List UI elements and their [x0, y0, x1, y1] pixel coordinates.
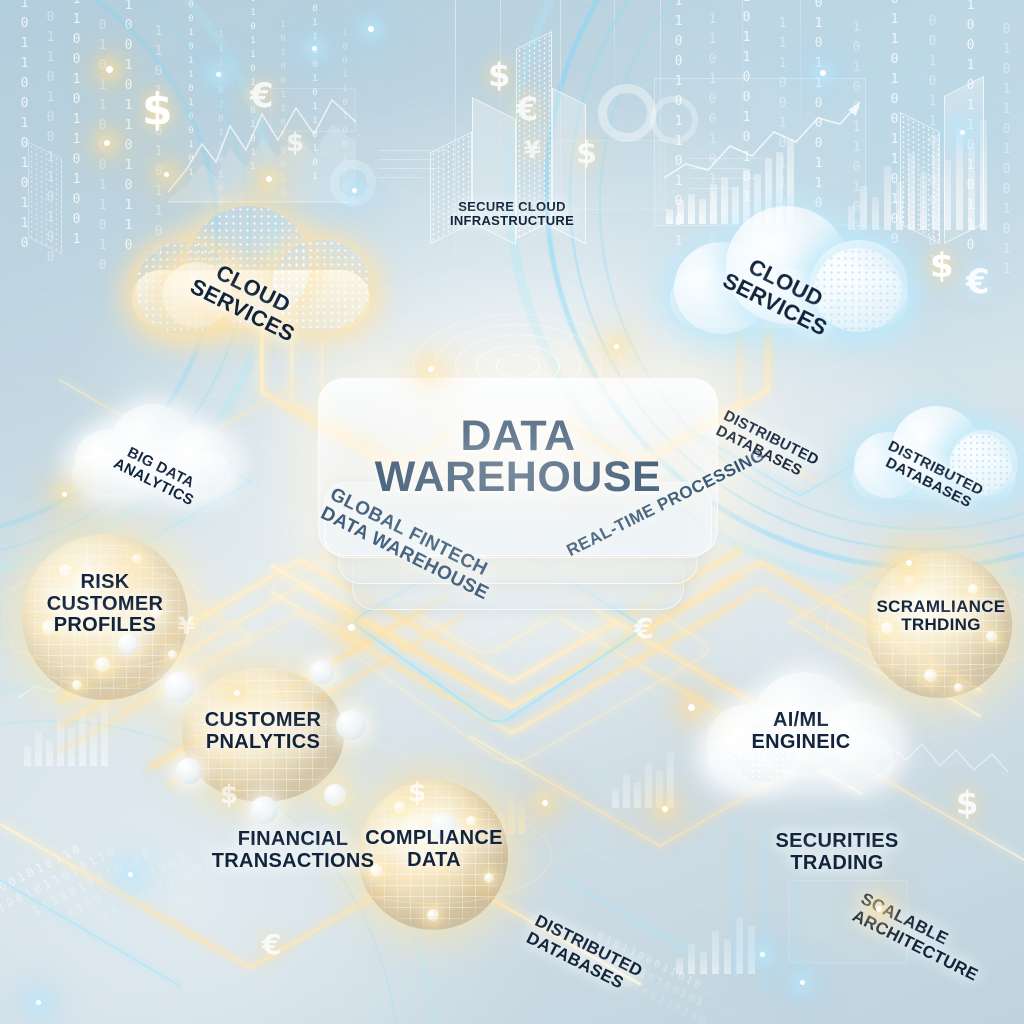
currency-symbol: $	[142, 84, 173, 135]
background-bar-chart	[676, 912, 755, 974]
molecule-node	[324, 784, 346, 806]
binary-stream: 1100101101001	[69, 0, 84, 252]
label-secure-cloud-infrastructure: SECURE CLOUD INFRASTRUCTURE	[422, 199, 602, 229]
binary-stream: 1010011010010	[278, 20, 288, 202]
background-chart-panel	[270, 88, 356, 132]
node-label-line2: PNALYTICS	[205, 730, 321, 753]
orbit-halo	[826, 580, 1024, 672]
isometric-building	[944, 75, 984, 245]
cloud-icon	[126, 196, 376, 346]
node-label-line1: CUSTOMER	[204, 709, 322, 731]
node-label-line2: CUSTOMER	[46, 592, 164, 615]
currency-symbol: €	[516, 90, 539, 128]
label-line1: FINANCIAL	[237, 828, 349, 850]
binary-stream: 1001011010110	[0, 843, 121, 916]
central-data-warehouse-hub[interactable]: DATA WAREHOUSE GLOBAL FINTECH DATA WAREH…	[317, 313, 768, 630]
label-line1: SECURITIES	[775, 830, 899, 852]
binary-stream: 1001011010110	[963, 0, 978, 258]
background-bar-chart	[612, 752, 674, 808]
node-cloud-services-left[interactable]: CLOUD SERVICES	[126, 196, 376, 346]
cloud-icon	[664, 196, 914, 346]
currency-symbol: ¥	[524, 136, 541, 164]
node-label-line1: RISK	[80, 571, 130, 593]
node-compliance-data[interactable]: COMPLIANCE DATA	[314, 780, 552, 930]
node-compliance-trading[interactable]: SCRAMLIANCE TRHDING	[826, 552, 1024, 698]
binary-stream: 1110010110100	[29, 845, 155, 918]
binary-stream: 0101101001011	[999, 22, 1014, 282]
binary-stream: 0101101001011	[248, 0, 258, 176]
currency-symbol: $	[576, 136, 597, 171]
background-donut-chart	[650, 96, 698, 144]
node-label: COMPLIANCE DATA	[344, 827, 524, 871]
binary-stream: 1110010110100	[775, 16, 790, 276]
background-data-rows	[378, 150, 454, 190]
node-label: CUSTOMER PNALYTICS	[170, 709, 356, 753]
node-label-line2: DATA	[407, 848, 461, 871]
label-distributed-databases-bottom: DISTRIBUTED DATABASES	[523, 911, 701, 1024]
node-risk-customer-profiles[interactable]: RISK CUSTOMER PROFILES	[0, 534, 222, 700]
currency-symbol: €	[262, 928, 282, 961]
node-label-line1: SCRAMLIANCE	[876, 597, 1006, 616]
background-bar-chart	[24, 700, 108, 766]
node-label: AI/ML ENGINEIC	[724, 709, 878, 753]
node-distributed-databases-cloud[interactable]: DISTRIBUTED DATABASES	[846, 398, 1022, 511]
label-line2: TRADING	[790, 852, 884, 874]
hub-title-line2: WAREHOUSE	[374, 453, 662, 502]
binary-stream: 1011001010110	[0, 840, 86, 913]
label-line1: SECURE CLOUD	[458, 199, 566, 214]
background-donut-chart	[598, 84, 656, 142]
hub-title-line1: DATA	[460, 412, 576, 460]
cloud-icon	[700, 664, 900, 800]
node-label: SCRAMLIANCE TRHDING	[858, 597, 1024, 635]
orbit-halo	[314, 806, 552, 904]
node-label-line2: TRHDING	[901, 615, 981, 635]
currency-symbol: $	[930, 246, 954, 286]
currency-symbol: $	[286, 128, 305, 158]
node-label-line1: AI/ML	[773, 709, 829, 731]
currency-symbol: €	[966, 262, 990, 302]
currency-symbol: $	[488, 56, 511, 94]
background-trend-line	[663, 98, 864, 188]
label-scalable-architecture: SCALABLE ARCHITECTURE	[849, 889, 1024, 1004]
hub-title: DATA WAREHOUSE	[318, 412, 718, 502]
node-label-line2: ENGINEIC	[751, 730, 851, 753]
background-line-chart	[167, 92, 358, 203]
molecule-node	[336, 710, 366, 740]
cloud-icon	[846, 398, 1022, 510]
currency-symbol: $	[956, 784, 979, 822]
binary-stream: 0110010110101	[310, 4, 320, 186]
node-label: RISK CUSTOMER PROFILES	[30, 571, 180, 637]
molecule-node	[310, 660, 334, 684]
label-financial-transactions: FINANCIAL TRANSACTIONS	[198, 828, 388, 872]
binary-stream: 0101100011010	[95, 18, 110, 278]
background-line-chart	[889, 726, 1010, 782]
binary-stream: 1011001010110	[739, 0, 754, 250]
binary-stream: 1100101101001	[64, 848, 190, 921]
binary-stream: 1100101101001	[671, 0, 686, 254]
molecule-node	[250, 796, 278, 824]
node-big-data-analytics[interactable]: BIG DATA ANALYTICS	[66, 396, 236, 509]
label-line2: TRANSACTIONS	[211, 850, 375, 872]
node-label-line1: COMPLIANCE	[365, 827, 503, 849]
molecule-node	[176, 758, 202, 784]
binary-stream: 1001101001101	[340, 28, 350, 210]
label-line2: INFRASTRUCTURE	[449, 213, 575, 229]
node-ai-ml-engine[interactable]: AI/ML ENGINEIC	[700, 664, 900, 800]
hub-core-body	[318, 378, 718, 556]
cloud-icon	[66, 396, 236, 506]
binary-stream: 1011001010110	[17, 0, 32, 256]
molecule-cluster-icon	[182, 668, 344, 802]
binary-stream: 0010110100101	[925, 14, 940, 274]
label-securities-trading: SECURITIES TRADING	[752, 830, 922, 874]
orbit-halo	[4, 548, 206, 688]
currency-symbol: €	[250, 76, 274, 116]
node-label-line3: PROFILES	[53, 614, 157, 637]
isometric-building	[28, 141, 62, 255]
binary-stream: 0110100110100	[43, 10, 58, 270]
molecule-node	[164, 672, 194, 702]
node-customer-analytics[interactable]: CUSTOMER PNALYTICS	[158, 648, 368, 828]
node-cloud-services-right[interactable]: CLOUD SERVICES	[664, 196, 914, 346]
